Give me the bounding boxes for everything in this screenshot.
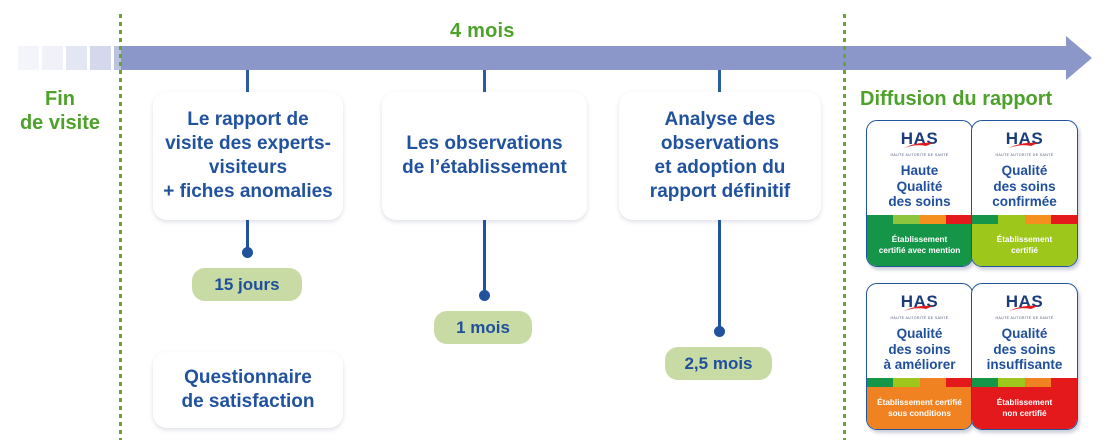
leadin-block-4 xyxy=(90,46,111,70)
has-rating-segment-2 xyxy=(998,215,1025,224)
has-rating-strip xyxy=(867,378,972,387)
has-rating-segment-2 xyxy=(998,378,1025,387)
connector-dot-3 xyxy=(714,326,725,337)
leadin-block-3 xyxy=(66,46,87,70)
has-badge-title: Qualité des soins insuffisante xyxy=(986,326,1063,373)
has-swoosh-icon xyxy=(1008,305,1038,311)
tick-step-1 xyxy=(246,70,249,92)
has-swoosh-icon xyxy=(903,142,933,148)
duration-pill-2[interactable]: 1 mois xyxy=(434,311,532,344)
has-rating-strip xyxy=(867,215,972,224)
leadin-block-1 xyxy=(18,46,39,70)
has-logo-subtitle: haute autorité de santé xyxy=(890,316,949,320)
has-rating-segment-1 xyxy=(867,215,894,224)
has-logo-subtitle: haute autorité de santé xyxy=(890,153,949,157)
step-card-3[interactable]: Analyse des observations et adoption du … xyxy=(619,92,821,220)
end-label: Diffusion du rapport xyxy=(860,88,1053,110)
has-rating-segment-4 xyxy=(1050,215,1077,224)
has-badge-title: Qualité des soins confirmée xyxy=(992,163,1057,210)
has-swoosh-icon xyxy=(1008,142,1038,148)
connector-step-1 xyxy=(246,220,249,252)
has-rating-strip xyxy=(972,378,1077,387)
has-logo-subtitle: haute autorité de santé xyxy=(995,153,1054,157)
step-card-2[interactable]: Les observations de l’établissement xyxy=(382,92,587,220)
timeline-duration-label: 4 mois xyxy=(450,20,515,42)
connector-dot-2 xyxy=(479,290,490,301)
leadin-block-2 xyxy=(42,46,63,70)
has-badge-footer: Établissement certifié avec mention xyxy=(867,224,972,266)
has-rating-segment-4 xyxy=(945,215,972,224)
connector-dot-1 xyxy=(242,247,253,258)
has-rating-segment-1 xyxy=(867,378,894,387)
dotted-divider-start xyxy=(119,14,122,440)
has-rating-segment-1 xyxy=(972,215,999,224)
has-rating-segment-4 xyxy=(1050,378,1077,387)
dotted-divider-end xyxy=(843,14,846,440)
has-badge-footer: Établissement certifié sous conditions xyxy=(867,387,972,429)
has-rating-segment-3 xyxy=(1024,215,1051,224)
start-label: Fin de visite xyxy=(19,88,101,134)
has-badge-4[interactable]: HAS haute autorité de santéQualité des so… xyxy=(971,283,1078,430)
has-logo-icon: HAS xyxy=(996,292,1054,314)
has-rating-segment-3 xyxy=(919,215,946,224)
timeline-arrow-head xyxy=(1066,36,1092,80)
has-badge-1[interactable]: HAS haute autorité de santéHaute Qualité … xyxy=(866,120,973,267)
has-badge-footer: Établissement certifié xyxy=(972,224,1077,266)
has-badge-footer: Établissement non certifié xyxy=(972,387,1077,429)
connector-step-3 xyxy=(718,220,721,332)
has-rating-segment-3 xyxy=(1024,378,1051,387)
step-card-1[interactable]: Le rapport de visite des experts- visite… xyxy=(153,92,343,220)
has-logo-icon: HAS xyxy=(891,292,949,314)
has-swoosh-icon xyxy=(903,305,933,311)
tick-step-2 xyxy=(483,70,486,92)
has-logo-subtitle: haute autorité de santé xyxy=(995,316,1054,320)
has-rating-segment-2 xyxy=(893,215,920,224)
duration-pill-3[interactable]: 2,5 mois xyxy=(665,347,772,380)
tick-step-3 xyxy=(718,70,721,92)
has-badge-2[interactable]: HAS haute autorité de santéQualité des so… xyxy=(971,120,1078,267)
has-rating-segment-2 xyxy=(893,378,920,387)
has-rating-segment-4 xyxy=(945,378,972,387)
duration-pill-1[interactable]: 15 jours xyxy=(192,268,302,301)
has-badge-title: Haute Qualité des soins xyxy=(888,163,951,210)
has-badge-3[interactable]: HAS haute autorité de santéQualité des so… xyxy=(866,283,973,430)
has-rating-segment-1 xyxy=(972,378,999,387)
has-logo-icon: HAS xyxy=(996,129,1054,151)
has-badge-title: Qualité des soins à améliorer xyxy=(883,326,956,373)
has-logo-icon: HAS xyxy=(891,129,949,151)
connector-step-2 xyxy=(483,220,486,295)
has-rating-strip xyxy=(972,215,1077,224)
has-rating-segment-3 xyxy=(919,378,946,387)
extra-card-questionnaire[interactable]: Questionnaire de satisfaction xyxy=(153,352,343,428)
timeline-arrow-bar xyxy=(121,46,1066,70)
